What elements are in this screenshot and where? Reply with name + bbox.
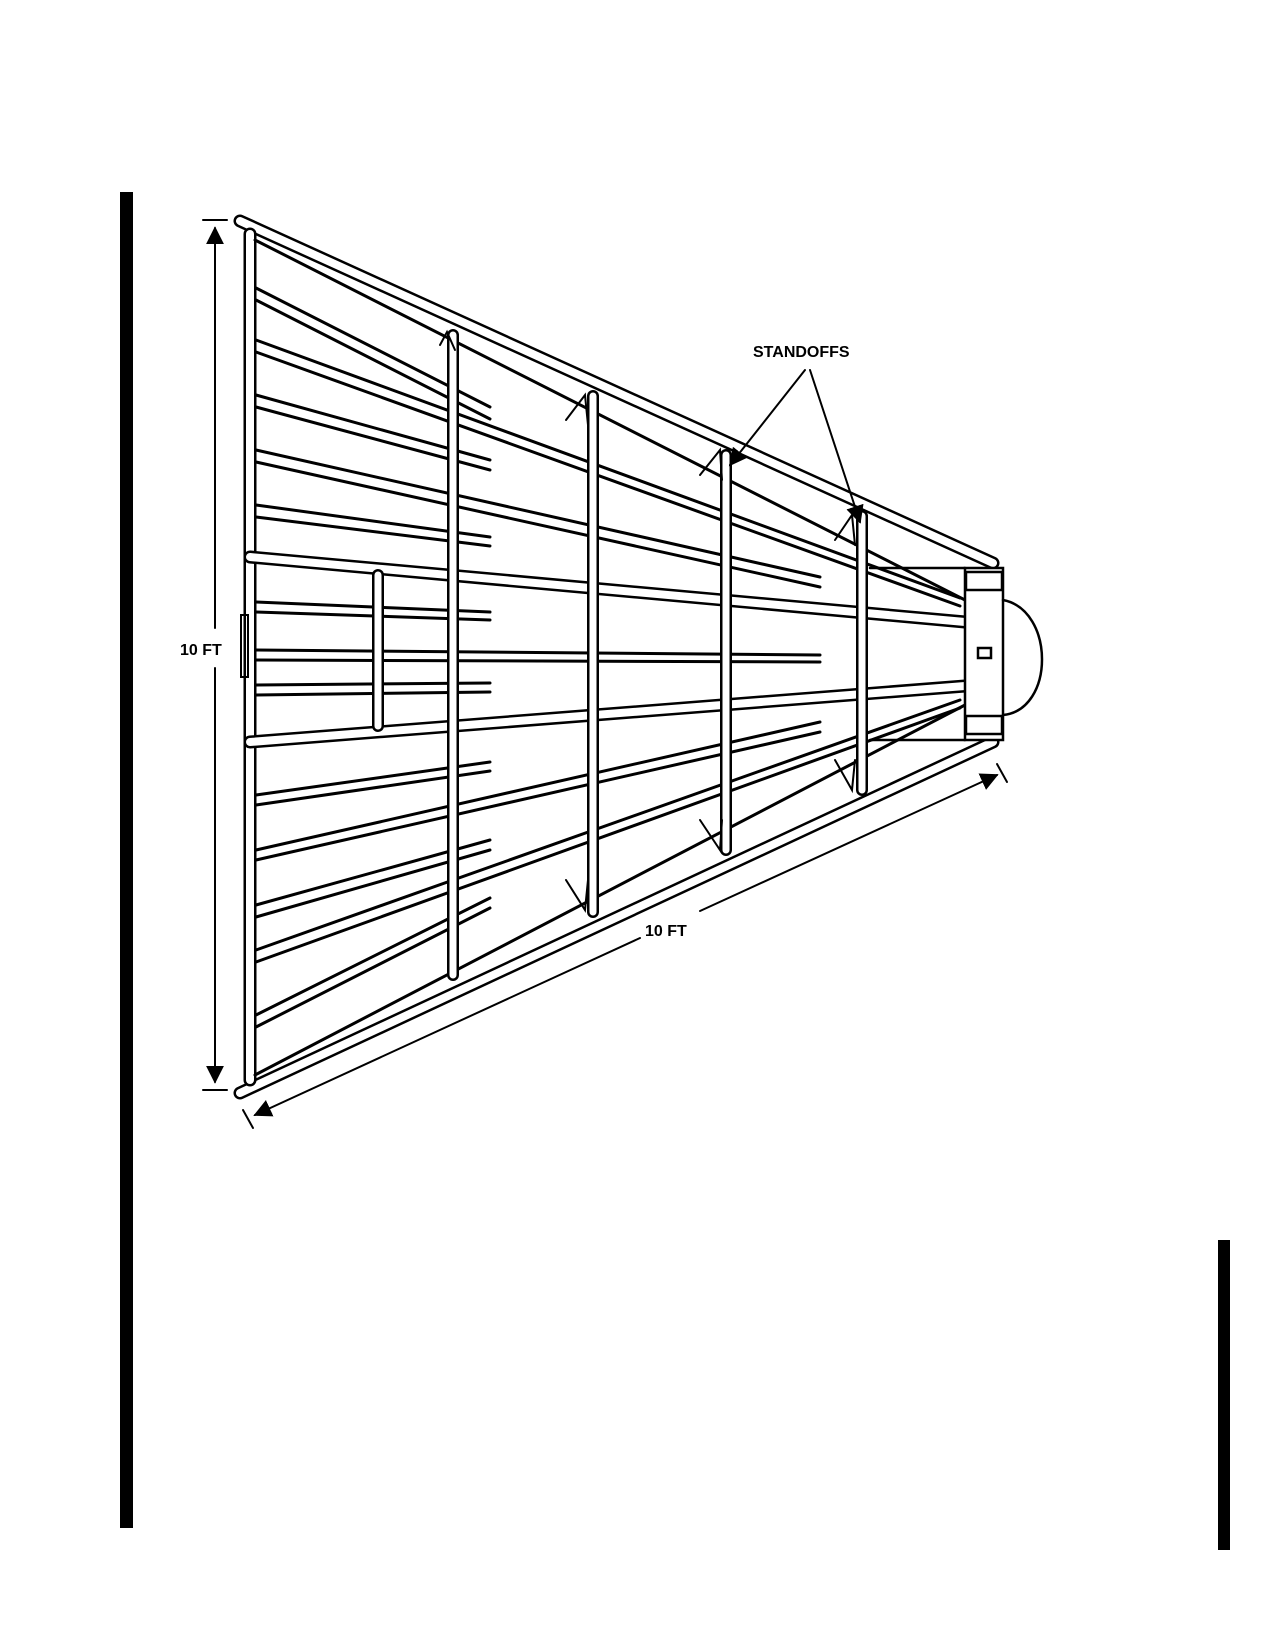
standoffs-label: STANDOFFS	[753, 344, 850, 361]
bottom-rail	[233, 735, 1000, 1100]
length-dimension-label: 10 FT	[645, 923, 687, 940]
standoff-fins	[439, 329, 856, 913]
height-dimension-label: 10 FT	[180, 642, 222, 659]
length-dimension-line	[242, 763, 1008, 1129]
left-change-bar	[120, 192, 133, 1528]
top-rail	[233, 214, 1000, 570]
upper-element-rods	[254, 286, 962, 697]
feed-hub	[868, 566, 1044, 742]
standoffs-leaders	[728, 369, 864, 524]
lower-element-rods	[254, 698, 962, 1029]
front-bracket	[240, 614, 249, 678]
right-change-bar	[1218, 1240, 1230, 1550]
height-dimension-line	[202, 219, 228, 1091]
inner-diagonals	[253, 238, 967, 1077]
main-booms	[243, 550, 972, 749]
vertical-cross-tubes	[372, 329, 868, 981]
